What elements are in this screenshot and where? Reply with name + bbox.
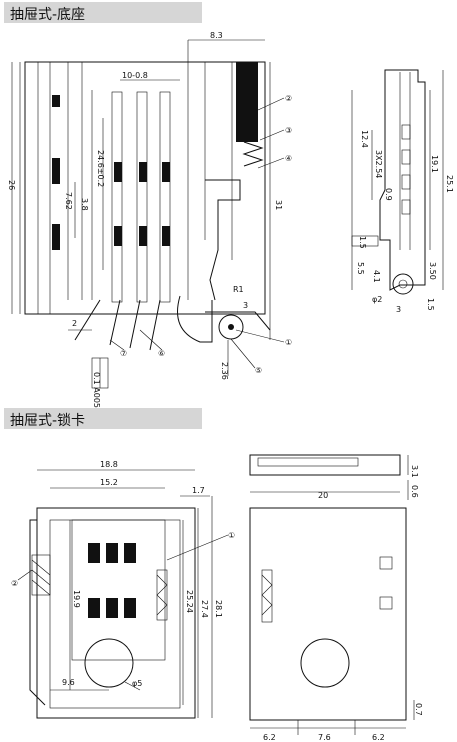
spring	[242, 141, 264, 167]
dim-6-2b: 6.2	[372, 733, 385, 742]
dim-0-9: 0.9	[384, 188, 393, 201]
dim-6-2a: 6.2	[263, 733, 276, 742]
dim-5-5: 5.5	[356, 262, 365, 275]
dim-2-36: 2.36	[220, 362, 229, 380]
side-outline	[379, 69, 426, 291]
dim-18-8: 18.8	[100, 460, 118, 469]
window	[88, 543, 100, 563]
dim-r1: R1	[233, 285, 244, 294]
window	[124, 543, 136, 563]
dim-24-6: 24.6±0.2	[96, 150, 105, 187]
dim-4-1: 4.1	[372, 270, 381, 283]
lock-back-view: 0.7 6.2 7.6 6.2	[249, 507, 423, 742]
callout-6: ⑥	[158, 349, 165, 358]
dim-27-4: 27.4	[200, 600, 209, 618]
dim-3x2-54: 3X2.54	[374, 150, 383, 178]
dim-20: 20	[318, 491, 328, 500]
callout-5: ⑤	[255, 366, 262, 375]
contact-pad	[162, 226, 170, 246]
dim-26: 26	[7, 180, 16, 190]
callout-2: ②	[285, 94, 292, 103]
dim-25-24: 25.24	[185, 590, 194, 613]
dim-7-62: 7.62	[64, 192, 73, 210]
dim-19-9: 19.9	[72, 590, 81, 608]
dim-10-0-8: 10-0.8	[122, 71, 148, 80]
contact-pad	[139, 226, 147, 246]
base-side-view: 12.4 3X2.54 19.1 25.1 0.9 1.5 5.5 4.1 3.…	[351, 69, 454, 314]
thumb-hole	[84, 638, 134, 688]
dim-0-6: 0.6	[410, 485, 419, 498]
callout-1: ①	[285, 338, 292, 347]
lock-callout-1: ①	[228, 531, 235, 540]
lock-front-view: 18.8 15.2 1.7 19.9 25.24 27.4 28.1 9.6 φ…	[11, 460, 235, 719]
dim-19-1: 19.1	[430, 155, 439, 173]
dim-15-2: 15.2	[100, 478, 118, 487]
lock-top-view: 3.1 20 0.6	[249, 454, 419, 500]
contact-pad	[162, 162, 170, 182]
dim-28-1: 28.1	[214, 600, 223, 618]
dim-3-1: 3.1	[410, 465, 419, 478]
dim-side-3: 3	[396, 305, 401, 314]
window	[88, 598, 100, 618]
base-section-title: 抽屉式-底座	[10, 7, 86, 23]
dim-31: 31	[274, 200, 283, 210]
contact-pad	[114, 162, 122, 182]
dim-0-7: 0.7	[414, 703, 423, 716]
contact-pad	[52, 95, 60, 107]
lock-section-header: 抽屉式-锁卡	[4, 408, 202, 429]
lock-back-outline	[249, 507, 407, 721]
window	[106, 598, 118, 618]
switch-block	[236, 62, 258, 142]
lock-callout-2: ②	[11, 579, 18, 588]
dim-1-5b: 1.5	[426, 298, 435, 311]
callout-4: ④	[285, 154, 292, 163]
dim-1-5: 1.5	[358, 236, 367, 249]
dim-phi2: φ2	[372, 295, 382, 304]
dim-8-3: 8.3	[210, 31, 223, 40]
dim-9-6: 9.6	[62, 678, 75, 687]
contact-pad	[52, 224, 60, 250]
window	[106, 543, 118, 563]
contact-pad	[114, 226, 122, 246]
dim-7-6: 7.6	[318, 733, 331, 742]
lock-section-title: 抽屉式-锁卡	[10, 413, 86, 429]
contact-pad	[139, 162, 147, 182]
dim-2: 2	[72, 319, 77, 328]
base-outline	[24, 61, 266, 315]
dim-3-8: 3.8	[80, 198, 89, 211]
dim-12-4: 12.4	[360, 130, 369, 148]
dim-3: 3	[243, 301, 248, 310]
lock-outline	[36, 507, 196, 719]
dim-25-1: 25.1	[445, 175, 454, 193]
base-section-header: 抽屉式-底座	[4, 2, 202, 23]
callout-7: ⑦	[120, 349, 127, 358]
dim-3-50: 3.50	[428, 262, 437, 280]
base-front-view: 8.3 10-0.8 26 24.6±0.2 7.62 3.8 31 R1 3 …	[7, 31, 292, 408]
window	[124, 598, 136, 618]
flatness-note: 0.1 A005	[92, 372, 101, 408]
dim-phi5: φ5	[132, 679, 142, 688]
contact-pad	[52, 158, 60, 184]
back-thumb-hole	[300, 638, 350, 688]
dim-1-7: 1.7	[192, 486, 205, 495]
callout-3: ③	[285, 126, 292, 135]
